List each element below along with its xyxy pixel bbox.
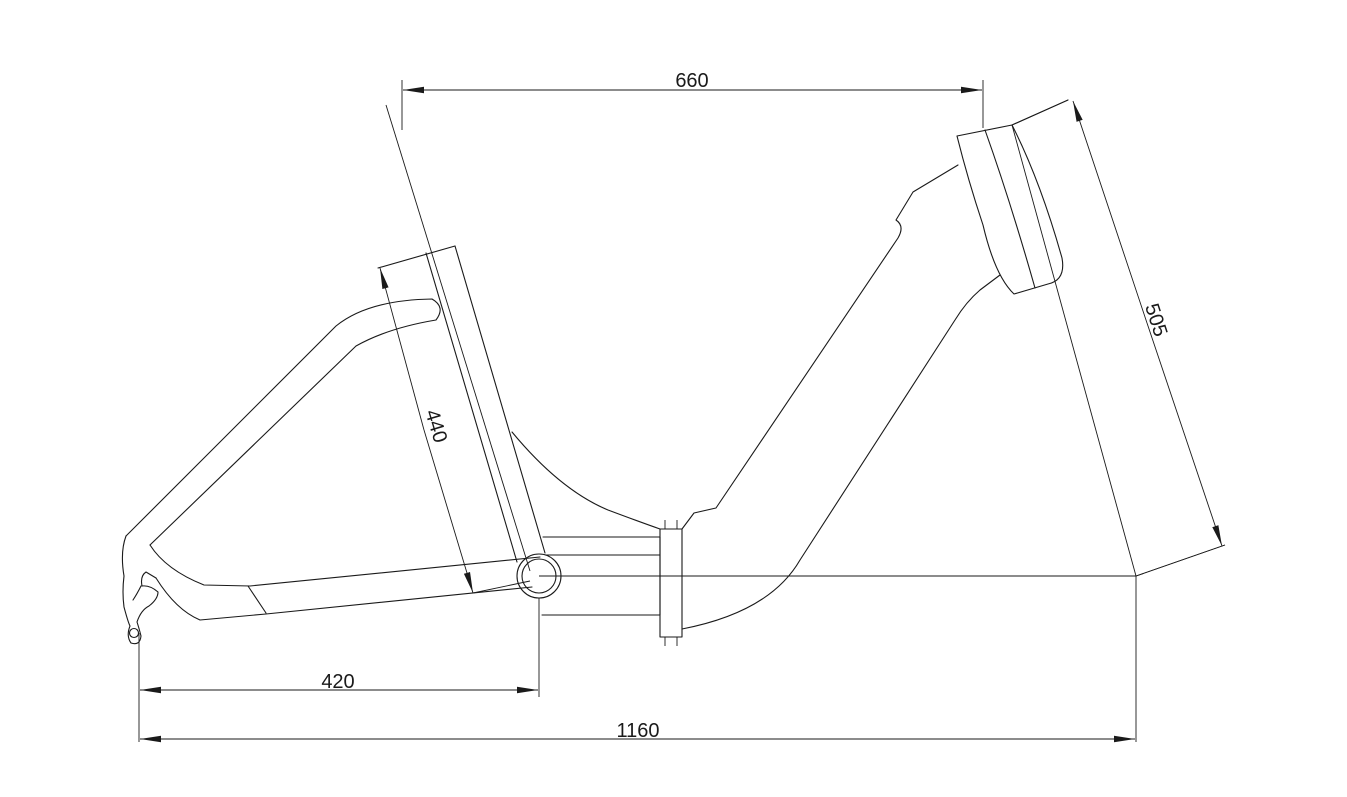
seat-tube-rear	[454, 245, 546, 554]
seat-gusset	[511, 431, 661, 530]
chain-stay	[149, 544, 541, 587]
seat-stay	[125, 298, 441, 546]
dimension-440-line-down	[423, 429, 474, 594]
head-tube-band	[984, 129, 1036, 289]
dimension-lines: 660 505 440 420 1160	[138, 70, 1226, 743]
dimension-505-extension-top	[1011, 99, 1069, 126]
seat-tube	[425, 252, 518, 563]
rear-axle-hole	[128, 627, 140, 639]
down-tube-top	[681, 164, 959, 530]
chain-stay-lower	[155, 577, 533, 621]
dimension-505-label: 505	[1140, 301, 1171, 340]
dimension-660-label: 660	[675, 70, 708, 92]
head-tube	[956, 124, 1064, 295]
dimension-505-line-up	[1072, 100, 1148, 324]
rear-dropout	[121, 535, 159, 645]
frame-outline	[121, 99, 1226, 646]
down-tube-bottom	[681, 274, 1001, 630]
chain-stay-joint	[247, 585, 267, 614]
dimension-420-label: 420	[321, 671, 354, 693]
head-tube-axis	[1011, 124, 1137, 577]
horizontal-reference	[539, 544, 1226, 577]
dimension-440-line-up	[379, 267, 425, 431]
dimension-505-line-down	[1146, 322, 1223, 547]
dimension-1160-label: 1160	[616, 720, 659, 742]
dimension-505-extension-bottom	[1135, 544, 1226, 577]
seat-tube-cap	[377, 245, 456, 269]
dropout-hanger	[132, 585, 142, 601]
dimension-440-extension-bottom	[472, 580, 531, 594]
motor-mount-plate	[659, 528, 683, 638]
seat-tube-axis-extension	[385, 104, 531, 572]
motor-mount-ribs	[664, 520, 678, 646]
dimension-440-label: 440	[420, 407, 451, 445]
